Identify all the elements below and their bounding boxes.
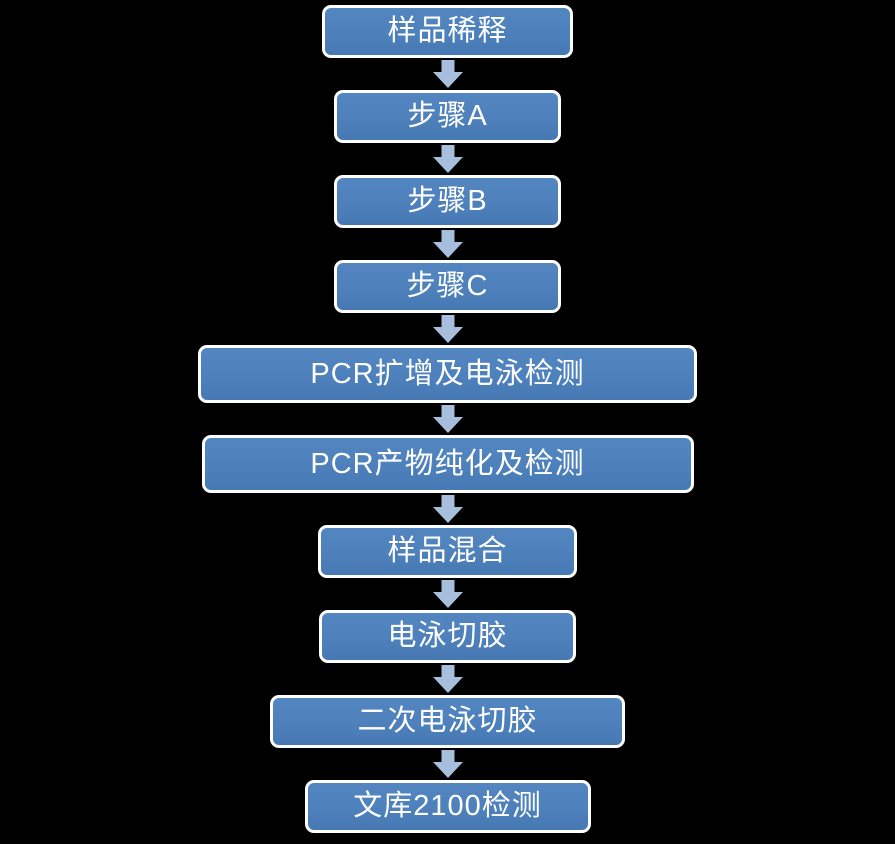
- down-arrow-icon: [432, 143, 463, 175]
- flow-step-c: 步骤C: [334, 260, 561, 313]
- flow-step-library-2100-check: 文库2100检测: [304, 780, 591, 833]
- down-arrow-icon: [432, 748, 463, 780]
- flow-step-pcr-amplification: PCR扩增及电泳检测: [198, 345, 697, 403]
- flow-step-label: 步骤A: [407, 100, 488, 132]
- down-arrow-icon: [432, 493, 463, 525]
- flow-step-label: PCR产物纯化及检测: [310, 447, 585, 480]
- flow-step-label: 样品混合: [387, 535, 508, 567]
- down-arrow-icon: [432, 578, 463, 610]
- flow-step-label: 电泳切胶: [387, 620, 508, 652]
- down-arrow-icon: [432, 403, 463, 435]
- down-arrow-icon: [432, 663, 463, 695]
- flow-step-label: 样品稀释: [387, 15, 508, 47]
- down-arrow-icon: [432, 58, 463, 90]
- flow-step-label: 步骤B: [407, 185, 488, 217]
- down-arrow-icon: [432, 313, 463, 345]
- flow-step-sample-mixing: 样品混合: [318, 525, 577, 578]
- flow-step-label: PCR扩增及电泳检测: [310, 357, 585, 390]
- down-arrow-icon: [432, 228, 463, 260]
- flow-step-pcr-purification: PCR产物纯化及检测: [201, 435, 694, 493]
- flow-step-label: 二次电泳切胶: [357, 705, 538, 737]
- flow-step-second-gel-cutting: 二次电泳切胶: [270, 695, 625, 748]
- flow-step-a: 步骤A: [334, 90, 561, 143]
- flow-step-gel-cutting: 电泳切胶: [319, 610, 576, 663]
- flow-step-sample-dilution: 样品稀释: [322, 5, 573, 58]
- flow-step-b: 步骤B: [334, 175, 561, 228]
- flow-step-label: 文库2100检测: [353, 790, 542, 822]
- flow-step-label: 步骤C: [406, 270, 489, 302]
